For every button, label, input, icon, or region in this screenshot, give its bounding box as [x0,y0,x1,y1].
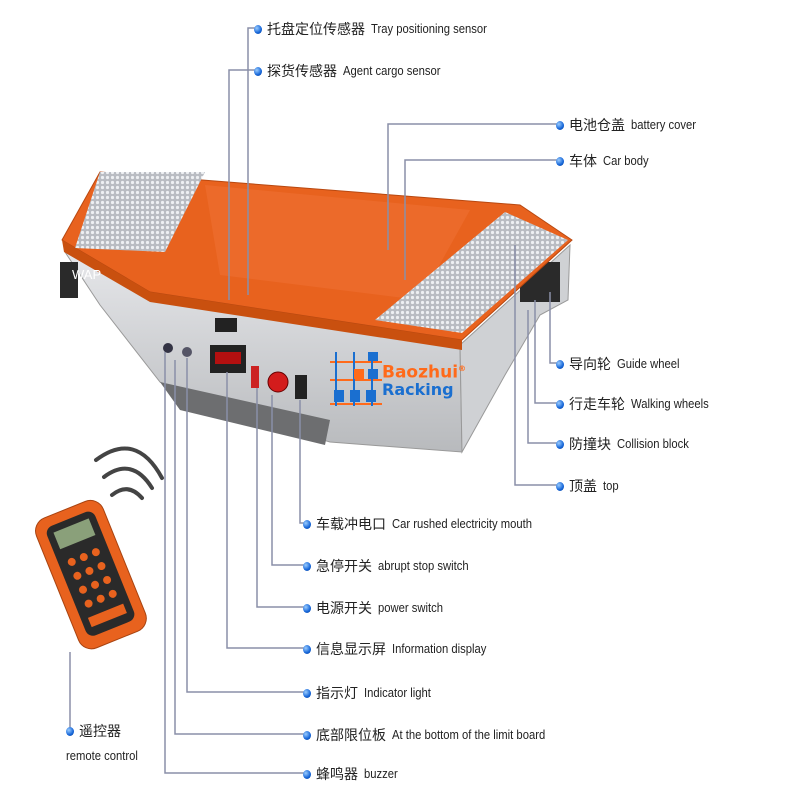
leader-lines [69,27,560,774]
signal-waves-icon [94,446,164,500]
racking-logo-icon [330,352,382,406]
battery-cover [205,185,470,300]
label-en: Information display [392,642,487,656]
label-car-body: 车体 Car body [556,151,654,171]
power-switch [251,366,259,388]
label-zh: 托盘定位传感器 [267,22,365,38]
label-walking-wheels: 行走车轮 Walking wheels [556,394,717,414]
remote-control [35,499,147,650]
bullet-icon [254,24,262,34]
label-zh: 车体 [569,154,597,170]
label-remote-control-en: remote control [66,749,146,763]
label-en: Car body [603,154,649,168]
bullet-icon [303,603,311,613]
label-zh: 电池仓盖 [569,118,625,134]
registered-mark: ® [458,363,467,373]
abrupt-stop-switch [267,371,289,393]
label-en: abrupt stop switch [378,559,469,573]
label-en: battery cover [631,118,697,132]
watermark-logo: Baozhui® Racking [330,352,466,406]
label-en: Walking wheels [631,397,709,411]
bullet-icon [556,399,564,409]
car-front-edge [62,240,462,350]
label-tray-positioning-sensor: 托盘定位传感器 Tray positioning sensor [254,19,500,39]
label-agent-cargo-sensor: 探货传感器 Agent cargo sensor [254,61,451,81]
wheel [60,262,78,298]
indicator-light [163,343,173,353]
bullet-icon [303,561,311,571]
tray-grid-right [375,212,568,333]
label-en: top [603,479,619,493]
label-zh: 遥控器 [79,724,121,740]
bullet-icon [303,769,311,779]
label-bottom-limit-board: 底部限位板 At the bottom of the limit board [303,725,562,745]
label-charging-port: 车载冲电口 Car rushed electricity mouth [303,514,548,534]
label-en: remote control [66,749,138,763]
bullet-icon [303,730,311,740]
label-zh: 底部限位板 [316,728,386,744]
label-zh: 导向轮 [569,357,611,373]
label-zh: 蜂鸣器 [316,767,358,783]
label-zh: 电源开关 [316,601,372,617]
label-en: buzzer [364,767,398,781]
bullet-icon [66,726,74,736]
label-zh: 行走车轮 [569,397,625,413]
buzzer [182,347,192,357]
bullet-icon [303,644,311,654]
bullet-icon [303,688,311,698]
bullet-icon [303,519,311,529]
label-zh: 防撞块 [569,437,611,453]
label-en: At the bottom of the limit board [392,728,546,742]
bullet-icon [556,120,564,130]
label-en: Tray positioning sensor [371,22,487,36]
label-buzzer: 蜂鸣器 buzzer [303,764,402,784]
bullet-icon [556,156,564,166]
brand-plate: WAP [72,267,102,282]
label-information-display: 信息显示屏 Information display [303,639,497,659]
label-en: Collision block [617,437,689,451]
bullet-icon [556,359,564,369]
tray-grid-left [75,172,205,252]
watermark-line2: Racking [382,380,454,400]
label-en: power switch [378,601,444,615]
label-zh: 急停开关 [316,559,372,575]
label-zh: 顶盖 [569,479,597,495]
charging-port [295,375,307,399]
lower-skirt [160,382,330,445]
label-en: Car rushed electricity mouth [392,517,533,531]
sensor-window [215,318,237,332]
label-battery-cover: 电池仓盖 battery cover [556,115,703,135]
watermark-line1: Baozhui [382,362,459,383]
label-en: Guide wheel [617,357,680,371]
display-screen [215,352,241,364]
label-guide-wheel: 导向轮 Guide wheel [556,354,687,374]
bullet-icon [556,439,564,449]
label-zh: 车载冲电口 [316,517,386,533]
label-en: Agent cargo sensor [343,64,441,78]
label-zh: 指示灯 [316,686,358,702]
label-zh: 探货传感器 [267,64,337,80]
label-power-switch: 电源开关 power switch [303,598,450,618]
bullet-icon [254,66,262,76]
bullet-icon [556,481,564,491]
label-top: 顶盖 top [556,476,620,496]
label-indicator-light: 指示灯 Indicator light [303,683,438,703]
label-collision-block: 防撞块 Collision block [556,434,697,454]
label-zh: 信息显示屏 [316,642,386,658]
label-en: Indicator light [364,686,431,700]
label-abrupt-stop-switch: 急停开关 abrupt stop switch [303,556,479,576]
label-remote-control: 遥控器 [66,721,127,741]
